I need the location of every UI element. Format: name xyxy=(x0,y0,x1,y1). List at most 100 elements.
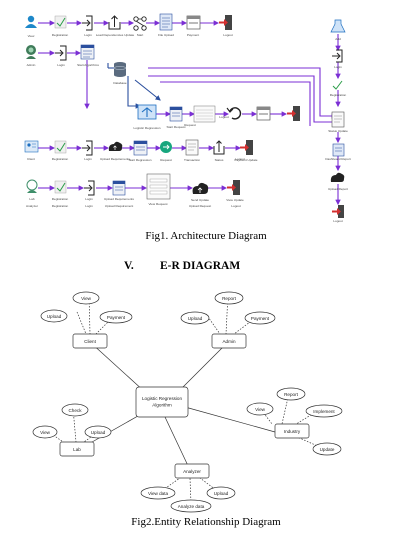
icon-caption: Dashboard Report xyxy=(325,157,350,161)
logout-icon xyxy=(227,180,240,195)
figure-2-caption: Fig2.Entity Relationship Diagram xyxy=(131,516,281,528)
icon-caption: Send Update xyxy=(191,198,209,202)
attr-industry-report: Report xyxy=(284,392,299,397)
analyzer-entity-box xyxy=(174,463,210,479)
attr-analyzer-upload: Upload xyxy=(214,491,229,496)
view-user-icon xyxy=(25,15,37,28)
workflow-icon xyxy=(133,16,147,31)
icon-caption: Upload Requirement xyxy=(105,204,134,208)
icon-caption: Start Algorithms xyxy=(77,63,99,67)
icon-caption: Upload Report xyxy=(328,187,348,191)
icon-caption: Client xyxy=(27,157,35,161)
attr-industry-view: View xyxy=(255,407,266,412)
icon-caption: File Upload xyxy=(158,33,174,37)
icon-caption: Load Dependencies Update xyxy=(96,33,135,37)
icon-caption: Upload Requirements xyxy=(104,197,134,201)
login-icon xyxy=(82,140,93,156)
admin-entity-box xyxy=(211,333,247,349)
transaction-table-icon xyxy=(193,105,216,123)
icon-caption: Add xyxy=(335,37,341,41)
icon-caption: Login xyxy=(84,33,92,37)
logout-icon xyxy=(240,140,253,155)
icon-caption: Lab xyxy=(29,197,34,201)
request-list-icon xyxy=(169,106,183,122)
attr-industry-implement: Implement xyxy=(313,409,335,414)
icon-caption: View Update xyxy=(226,198,244,202)
registration-check-icon xyxy=(54,15,67,29)
transaction-doc-icon xyxy=(185,139,199,156)
refresh-icon xyxy=(226,107,242,120)
icon-caption: Registration xyxy=(330,93,347,97)
client-entity-box xyxy=(72,333,108,349)
icon-caption: Admin xyxy=(27,63,36,67)
login-icon xyxy=(84,180,95,196)
icon-caption: Request xyxy=(184,123,196,127)
attr-analyzer-analyze-data: Analyze data xyxy=(178,504,205,509)
logout-icon xyxy=(332,205,344,218)
logout-icon xyxy=(219,15,232,30)
center-entity-box xyxy=(135,386,189,418)
status-upload-icon xyxy=(213,140,225,155)
attr-lab-check: Check xyxy=(68,408,82,413)
industry-entity-box xyxy=(274,423,310,439)
icon-caption: Logout xyxy=(231,204,241,208)
attr-analyzer-view-data: View data xyxy=(148,491,169,496)
icon-caption: Registration xyxy=(52,204,69,208)
section-title: E-R DIAGRAM xyxy=(160,260,241,272)
entity-lab: Lab xyxy=(73,447,81,452)
registration-check-icon xyxy=(332,80,343,90)
status-doc-icon xyxy=(331,111,345,128)
icon-caption: Login xyxy=(84,157,92,161)
attr-admin-report: Report xyxy=(222,296,237,301)
icon-caption: Payment Update xyxy=(234,158,257,162)
icon-caption: Login xyxy=(334,65,342,69)
figure-1-caption: Fig1. Architecture Diagram xyxy=(145,230,267,242)
entity-client: Client xyxy=(84,339,96,344)
icon-caption: Status xyxy=(215,158,224,162)
icon-caption: Registration xyxy=(52,157,69,161)
er-diagram: Logistic Regression Algorithm Client Adm… xyxy=(32,291,343,513)
attr-client-view: View xyxy=(81,296,92,301)
algorithm-list-icon xyxy=(80,44,95,60)
icon-caption: Login xyxy=(85,204,93,208)
client-icon xyxy=(24,140,39,153)
login-icon xyxy=(55,45,67,61)
icon-caption: Logout xyxy=(219,115,229,119)
upload-tray-icon xyxy=(108,15,121,30)
registration-check-icon xyxy=(54,140,67,154)
payment-window-icon xyxy=(256,106,271,121)
icon-caption: Database xyxy=(113,81,127,85)
registration-check-icon xyxy=(54,180,67,194)
request-form-icon xyxy=(146,173,171,200)
section-heading: V.E-R DIAGRAM xyxy=(124,260,240,272)
icon-caption: Logistic Regression xyxy=(134,126,161,130)
icon-caption: Start Regression xyxy=(128,158,151,162)
icon-caption: Login xyxy=(57,63,65,67)
database-icon xyxy=(113,62,127,77)
icon-caption: Registration xyxy=(52,197,69,201)
login-icon xyxy=(332,49,343,63)
attr-client-upload: Upload xyxy=(47,314,62,319)
dashboard-report-icon xyxy=(332,143,345,157)
attr-industry-update: Update xyxy=(320,447,335,452)
cloud-upload-icon xyxy=(192,182,209,194)
cloud-upload-icon xyxy=(108,141,123,151)
attr-client-payment: Payment xyxy=(107,315,126,320)
login-icon xyxy=(82,15,93,31)
icon-caption: Transaction xyxy=(184,158,200,162)
icon-caption: Upload Request xyxy=(189,204,211,208)
request-circle-icon xyxy=(160,141,172,153)
icon-caption: View xyxy=(28,34,35,38)
regression-list-icon xyxy=(133,140,148,156)
lab-entity-box xyxy=(59,441,95,457)
icon-caption: Start Request xyxy=(167,125,186,129)
entity-admin: Admin xyxy=(222,339,235,344)
admin-icon xyxy=(26,45,36,59)
attr-admin-payment: Payment xyxy=(251,316,270,321)
attr-admin-upload: Upload xyxy=(188,316,203,321)
logistic-regression-icon xyxy=(137,104,157,120)
icon-caption: Request xyxy=(160,158,172,162)
icon-caption: Payment xyxy=(187,33,199,37)
icon-caption: Logout xyxy=(333,219,343,223)
